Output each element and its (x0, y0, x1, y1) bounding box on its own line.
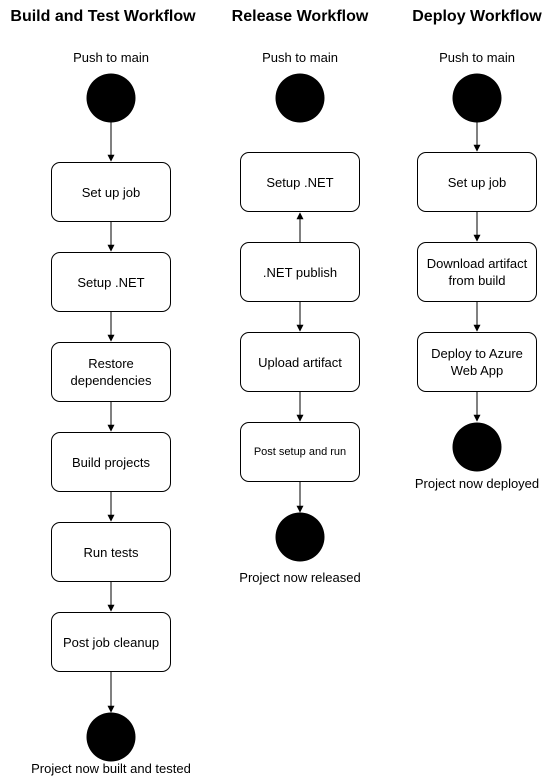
deploy-start-node (452, 73, 502, 123)
build-step-build-projects: Build projects (51, 432, 171, 492)
build-end-label: Project now built and tested (31, 761, 191, 776)
deploy-end-node (452, 422, 502, 472)
release-step-dotnet-publish: .NET publish (240, 242, 360, 302)
deploy-step-download-artifact: Download artifact from build (417, 242, 537, 302)
build-step-run-tests: Run tests (51, 522, 171, 582)
release-trigger-label: Push to main (262, 50, 338, 65)
release-end-node (275, 512, 325, 562)
deploy-step-deploy-to-azure: Deploy to Azure Web App (417, 332, 537, 392)
build-step-setup-dotnet: Setup .NET (51, 252, 171, 312)
release-start-node (275, 73, 325, 123)
deploy-trigger-label: Push to main (439, 50, 515, 65)
release-end-label: Project now released (239, 570, 361, 585)
release-step-post-setup-and-run: Post setup and run (240, 422, 360, 482)
build-step-restore-dependencies: Restore dependencies (51, 342, 171, 402)
build-workflow-title: Build and Test Workflow (10, 8, 196, 25)
release-step-upload-artifact: Upload artifact (240, 332, 360, 392)
build-start-node (86, 73, 136, 123)
deploy-workflow-title: Deploy Workflow (412, 8, 542, 25)
release-step-setup-dotnet: Setup .NET (240, 152, 360, 212)
build-trigger-label: Push to main (73, 50, 149, 65)
deploy-step-set-up-job: Set up job (417, 152, 537, 212)
build-end-node (86, 712, 136, 762)
build-step-set-up-job: Set up job (51, 162, 171, 222)
deploy-end-label: Project now deployed (414, 476, 540, 491)
release-workflow-title: Release Workflow (231, 8, 369, 25)
build-step-post-job-cleanup: Post job cleanup (51, 612, 171, 672)
